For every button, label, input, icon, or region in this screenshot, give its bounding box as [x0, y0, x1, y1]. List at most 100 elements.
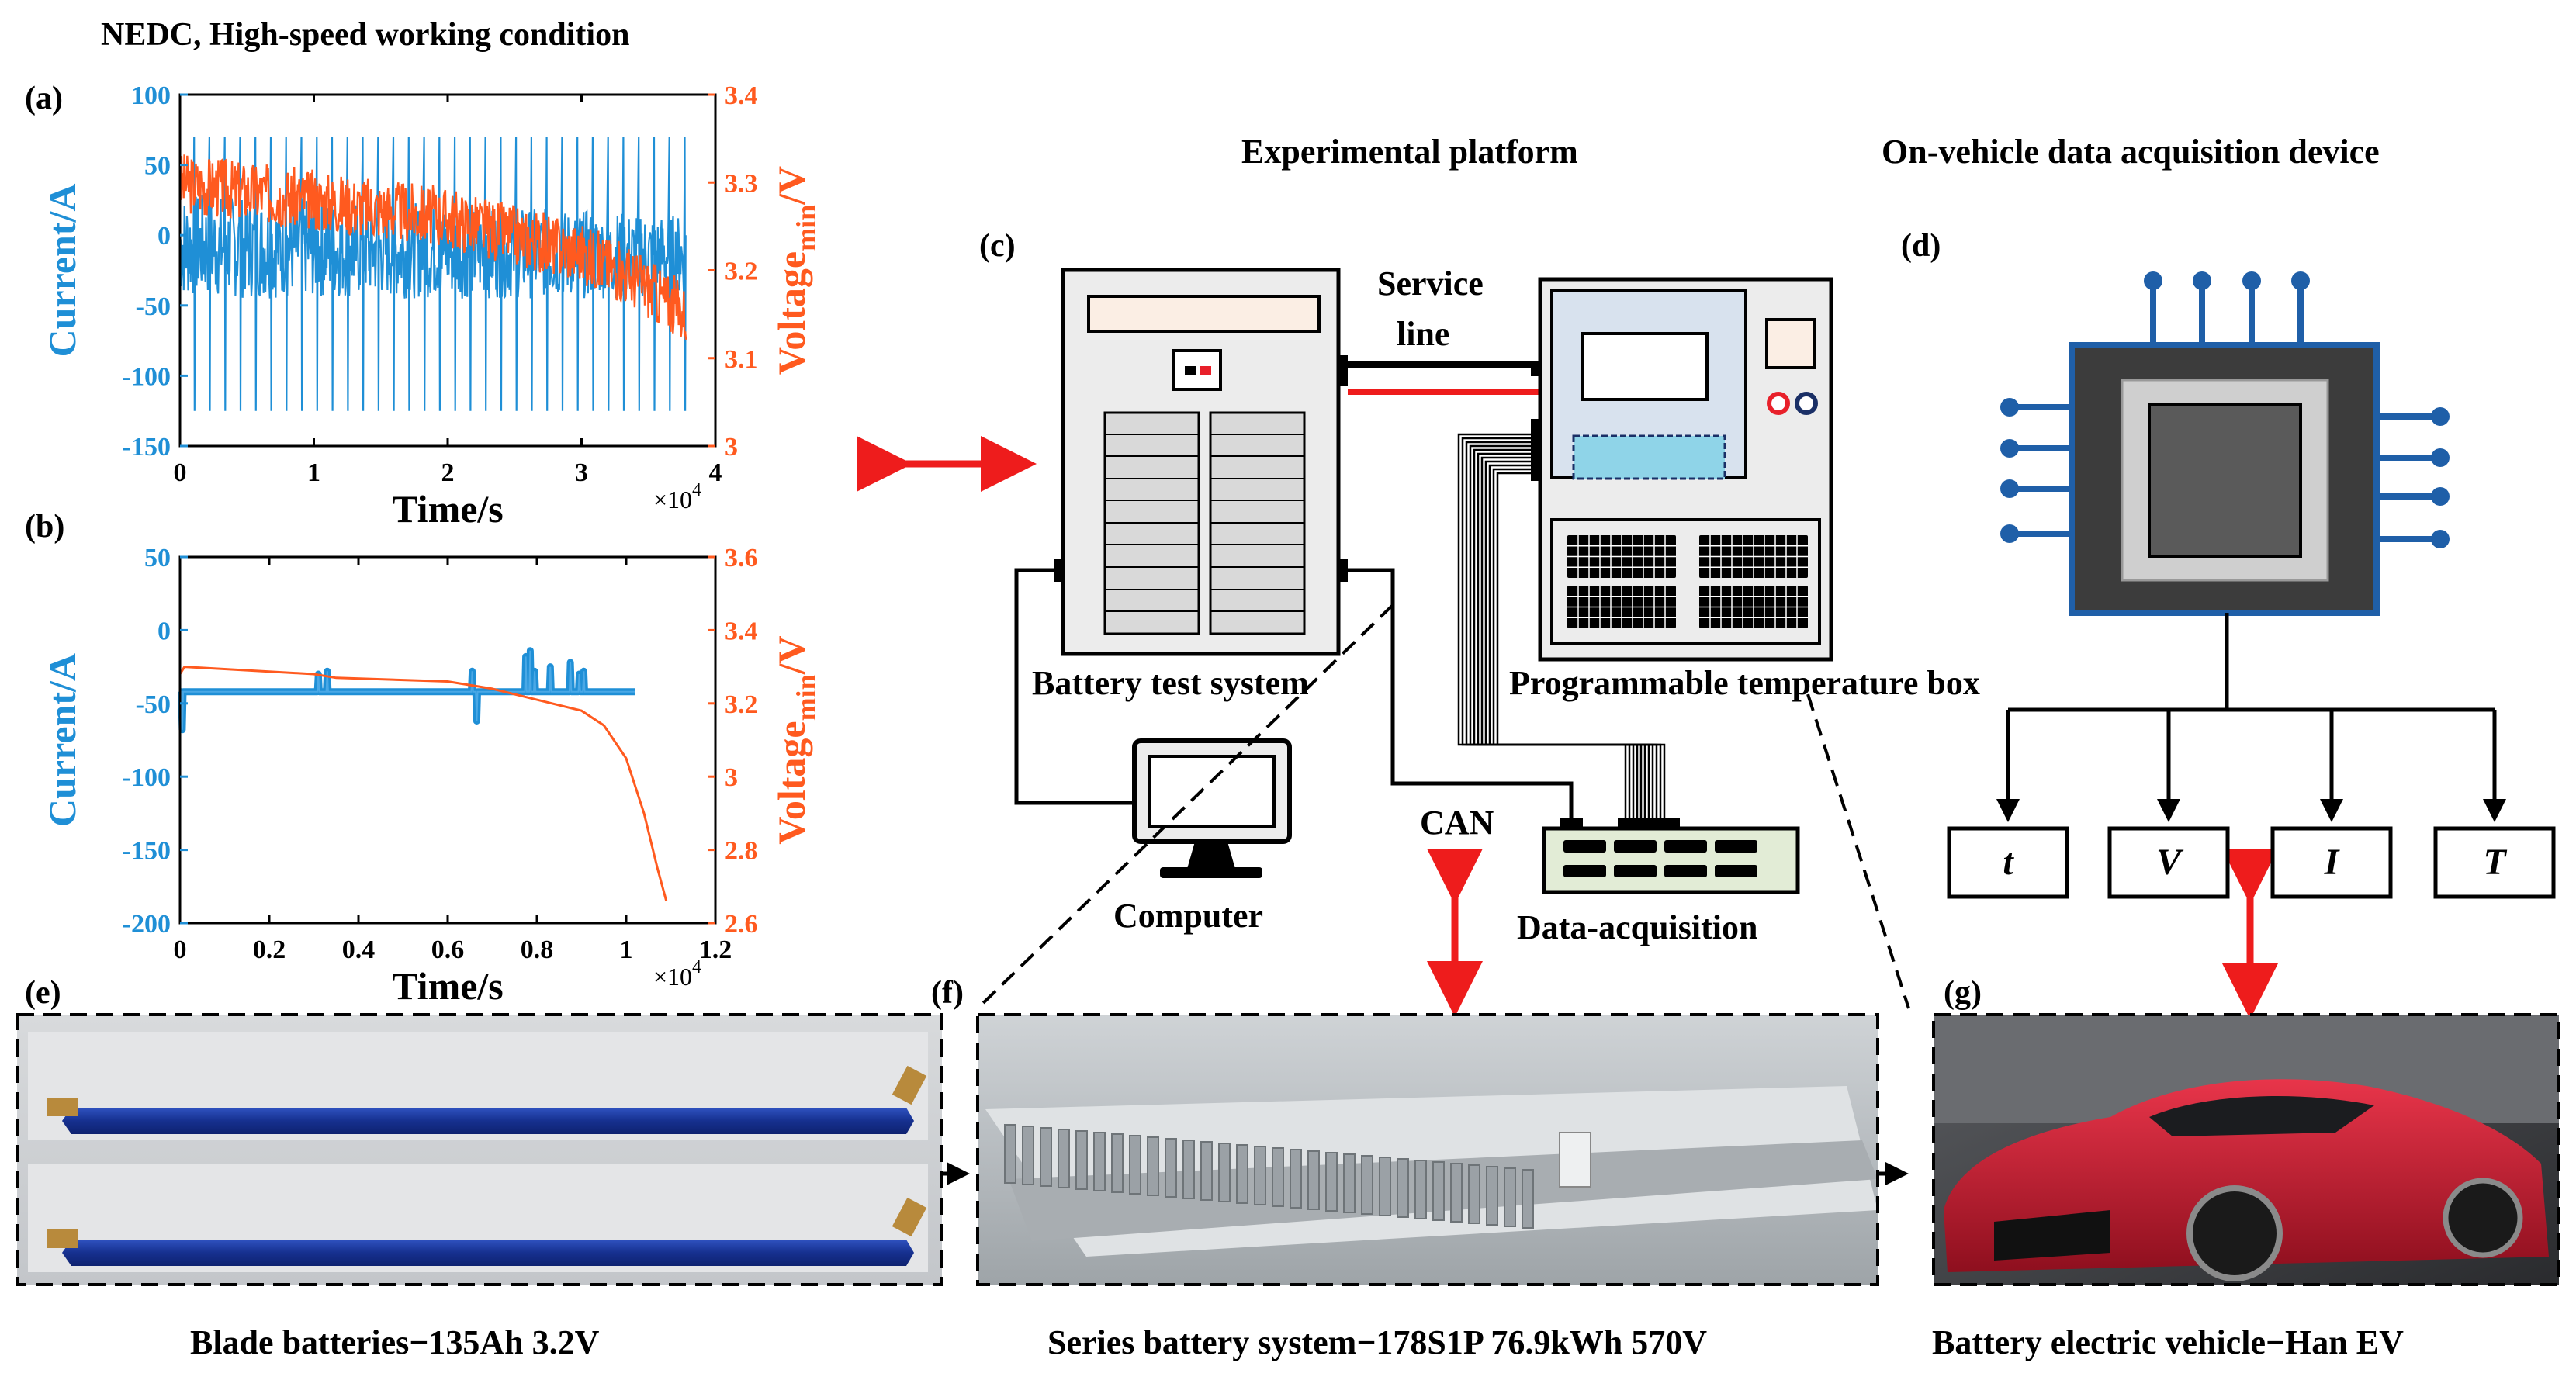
programmable-temperature-box: [1531, 277, 1833, 662]
pack-cell-tab: [1129, 1135, 1141, 1195]
blade-battery-top: [47, 1065, 927, 1134]
y-tick-label-right: 3.4: [725, 81, 758, 110]
chart-title: NEDC, High-speed working condition: [101, 17, 629, 53]
current-line: [178, 137, 687, 411]
y-tick-label-left: 100: [131, 81, 171, 110]
cabinet-channels-left: [1103, 411, 1200, 635]
svg-text:T: T: [2483, 842, 2507, 883]
section-title-onvehicle: On-vehicle data acquisition device: [1882, 133, 2380, 171]
panel-label-g: (g): [1944, 975, 1982, 1011]
pack-cell-tab: [1414, 1160, 1427, 1219]
y-axis-label-right-a: Voltagemin/V: [770, 166, 822, 375]
blade-batteries-photo: [16, 1013, 943, 1286]
variable-box-I: I: [2270, 826, 2393, 899]
box-vent-grille: [1567, 535, 1676, 578]
pack-cell-tab: [1254, 1146, 1266, 1205]
pack-cell-tab: [1379, 1157, 1391, 1216]
box-vent-grille: [1699, 535, 1808, 578]
label-battery-test-system: Battery test system: [1032, 664, 1309, 702]
chip-pin-end: [2193, 271, 2211, 290]
label-data-acquisition: Data-acquisition: [1517, 908, 1757, 946]
y-ticks-left-b: 500-50-100-150-200: [123, 544, 188, 939]
computer-icon: [1132, 738, 1292, 878]
pack-cell-tab: [1182, 1140, 1195, 1199]
y-tick-label-right: 3: [725, 763, 738, 792]
pack-cell-tab: [1272, 1147, 1284, 1207]
x-multiplier-b: ×104: [653, 957, 701, 991]
pack-cell-tab: [1522, 1169, 1534, 1229]
y-axis-label-left-b: Current/A: [40, 653, 84, 827]
chart-b-frame: [178, 555, 717, 925]
section-title-experimental: Experimental platform: [1241, 133, 1578, 171]
y-tick-label-left: 0: [158, 617, 171, 645]
x-multiplier-a: ×104: [653, 480, 701, 514]
variable-tree: [1996, 613, 2506, 822]
blade-battery-bottom: [47, 1197, 927, 1266]
pack-cell-tab: [1504, 1167, 1516, 1227]
y-tick-label-right: 3.6: [725, 544, 758, 572]
pack-cell-tab: [1058, 1129, 1070, 1188]
chip-pin-end: [2000, 524, 2019, 543]
chip-pin-end: [2431, 530, 2450, 548]
y-axis-label-left-a: Current/A: [40, 183, 84, 357]
y-ticks-right-a: 3.43.33.23.13: [708, 81, 758, 462]
variable-box-T: T: [2433, 826, 2556, 899]
pack-cell-tab: [1432, 1161, 1445, 1221]
label-can: CAN: [1420, 804, 1494, 842]
pack-cell-tab: [1040, 1127, 1052, 1187]
variable-boxes: t V I T: [1947, 826, 2556, 899]
x-tick-label: 0.6: [431, 936, 465, 964]
x-tick-label: 0: [174, 936, 187, 964]
y-tick-label-right: 2.6: [725, 910, 758, 939]
pack-cell-tab: [1075, 1130, 1088, 1190]
voltage-line: [178, 666, 668, 902]
zoom-line-right: [1806, 693, 1910, 1009]
cabinet-channels-right: [1209, 411, 1306, 635]
label-computer: Computer: [1113, 897, 1263, 935]
variable-box-t: t: [1947, 826, 2069, 899]
chip-icon: [2000, 271, 2450, 616]
caption-f: Series battery system−178S1P 76.9kWh 570…: [1047, 1323, 1707, 1361]
x-tick-label: 1: [620, 936, 633, 964]
chip-pin-end: [2000, 479, 2019, 498]
pack-cell-tab: [1147, 1136, 1159, 1196]
pack-cell-tab: [1486, 1166, 1498, 1226]
panel-label-e: (e): [25, 975, 61, 1011]
battery-pack-photo: [976, 1013, 1879, 1286]
pack-cell-tab: [1111, 1133, 1124, 1193]
y-tick-label-left: -50: [136, 292, 171, 321]
wire-cabinet-computer: [1014, 568, 1134, 805]
chip-pin-end: [2242, 271, 2261, 290]
pack-cell-tab: [1450, 1163, 1463, 1223]
y-axis-label-right-b: Voltagemin/V: [770, 635, 822, 844]
label-service: Service: [1377, 265, 1484, 303]
pack-cell-tab: [1361, 1155, 1373, 1215]
panel-label-d: (d): [1901, 228, 1941, 264]
x-tick-label: 1.2: [699, 936, 732, 964]
car-wheel-rear: [2443, 1178, 2523, 1258]
pack-cell-tab: [1200, 1141, 1213, 1201]
y-tick-label-left: -150: [123, 837, 171, 866]
y-tick-label-right: 2.8: [725, 837, 758, 866]
label-programmable-box: Programmable temperature box: [1509, 664, 1980, 702]
caption-g: Battery electric vehicle−Han EV: [1932, 1323, 2404, 1361]
x-tick-label: 1: [307, 458, 320, 487]
box-vents: [1567, 535, 1808, 628]
variable-box-V: V: [2107, 826, 2230, 899]
y-tick-label-left: -100: [123, 362, 171, 391]
x-tick-label: 3: [575, 458, 588, 487]
box-knob-blue: [1795, 392, 1818, 415]
y-tick-label-left: -100: [123, 763, 171, 792]
chip-pin-end: [2431, 407, 2450, 426]
zoom-line-left: [976, 603, 1394, 1010]
chip-pin-end: [2291, 271, 2310, 290]
chip-pin-end: [2144, 271, 2162, 290]
box-display: [1765, 318, 1816, 369]
y-tick-label-left: -200: [123, 910, 171, 939]
y-ticks-right-b: 3.63.43.232.82.6: [708, 544, 758, 939]
chip-pin-end: [2431, 487, 2450, 506]
